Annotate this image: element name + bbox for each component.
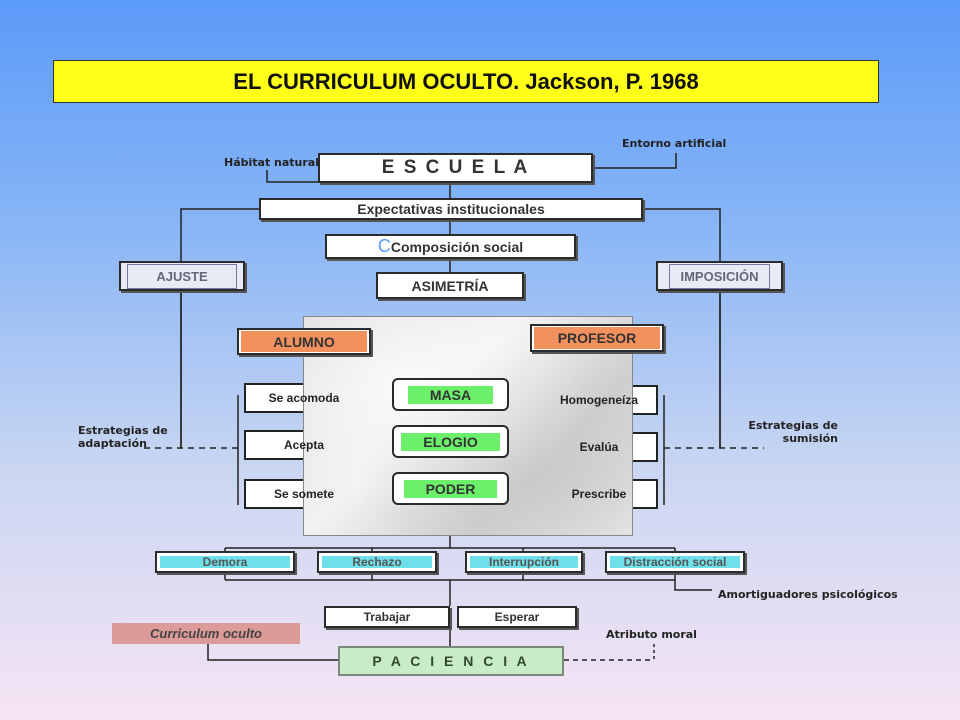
factor-demora: Demora bbox=[155, 551, 295, 573]
paciencia-box: P A C I E N C I A bbox=[338, 646, 564, 676]
entorno-note: Entorno artificial bbox=[622, 137, 727, 150]
action-evalua: Evalúa bbox=[579, 440, 619, 454]
composicion-box: C Composición social bbox=[325, 234, 576, 259]
action-se-acomoda: Se acomoda bbox=[268, 391, 340, 405]
composicion-label: Composición social bbox=[390, 238, 524, 255]
action-prescribe: Prescribe bbox=[571, 487, 627, 501]
factor-demora-label: Demora bbox=[160, 555, 290, 569]
ajuste-label: AJUSTE bbox=[127, 263, 237, 289]
esperar-box: Esperar bbox=[457, 606, 577, 628]
alumno-label: ALUMNO bbox=[241, 331, 367, 352]
amortiguadores-note: Amortiguadores psicológicos bbox=[718, 588, 898, 601]
atributo-note: Atributo moral bbox=[606, 628, 697, 641]
imposicion-box: IMPOSICIÓN bbox=[656, 261, 783, 291]
composicion-prefix: C bbox=[377, 236, 391, 256]
estrategias-sumision-note: Estrategias de sumisión bbox=[748, 419, 838, 446]
factor-distraccion: Distracción social bbox=[605, 551, 745, 573]
trabajar-box: Trabajar bbox=[324, 606, 450, 628]
estrategias-adaptacion-note: Estrategias de adaptación bbox=[78, 424, 168, 451]
factor-rechazo-label: Rechazo bbox=[322, 555, 432, 569]
profesor-label: PROFESOR bbox=[534, 327, 660, 349]
factor-interrupcion: Interrupción bbox=[465, 551, 583, 573]
profesor-box: PROFESOR bbox=[530, 324, 664, 352]
factor-distraccion-label: Distracción social bbox=[610, 555, 740, 569]
poder-label: PODER bbox=[403, 479, 498, 498]
expectativas-box: Expectativas institucionales bbox=[259, 198, 643, 220]
masa-box: MASA bbox=[392, 378, 509, 411]
factor-interrupcion-label: Interrupción bbox=[470, 555, 578, 569]
alumno-box: ALUMNO bbox=[237, 328, 371, 355]
ajuste-box: AJUSTE bbox=[119, 261, 245, 291]
action-acepta: Acepta bbox=[283, 438, 324, 452]
masa-label: MASA bbox=[407, 385, 494, 404]
factor-rechazo: Rechazo bbox=[317, 551, 437, 573]
imposicion-label: IMPOSICIÓN bbox=[669, 263, 770, 289]
elogio-box: ELOGIO bbox=[392, 425, 509, 458]
slide-title: EL CURRICULUM OCULTO. Jackson, P. 1968 bbox=[53, 60, 879, 103]
habitat-note: Hábitat natural bbox=[224, 156, 320, 169]
action-homogeneiza: Homogeneíza bbox=[559, 393, 638, 407]
asimetria-box: ASIMETRÍA bbox=[376, 272, 524, 299]
curriculum-oculto-label: Curriculum oculto bbox=[112, 623, 300, 644]
action-se-somete: Se somete bbox=[273, 487, 335, 501]
escuela-box: E S C U E L A bbox=[318, 153, 593, 183]
poder-box: PODER bbox=[392, 472, 509, 505]
elogio-label: ELOGIO bbox=[401, 432, 500, 451]
